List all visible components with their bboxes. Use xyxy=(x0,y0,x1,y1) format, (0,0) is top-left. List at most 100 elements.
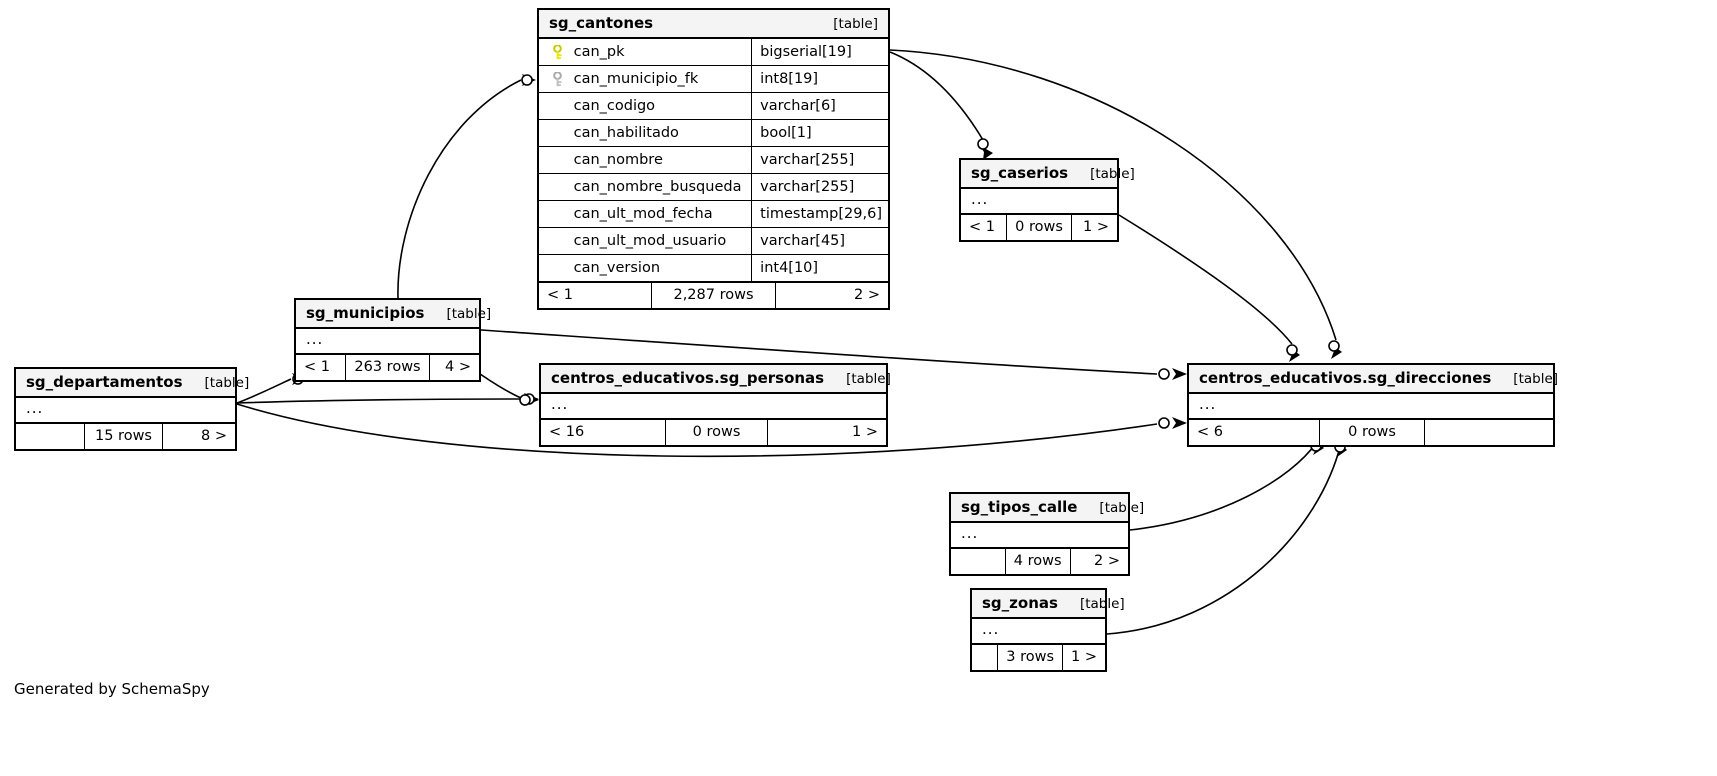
table-name: sg_departamentos xyxy=(26,373,183,391)
table-node-sg-tipos-calle[interactable]: sg_tipos_calle [table] ... 4 rows 2 > xyxy=(949,492,1144,576)
table-name: sg_municipios xyxy=(306,304,425,322)
collapsed-columns-ellipsis: ... xyxy=(982,620,1000,638)
table-footer: < 1 263 rows 4 > xyxy=(296,353,479,380)
column-name-cell: can_habilitado xyxy=(539,119,752,147)
next-page-link[interactable]: 4 > xyxy=(428,354,479,380)
table-name: sg_zonas xyxy=(982,594,1058,612)
table-row[interactable]: can_nombre varchar[255] xyxy=(539,146,888,174)
table-title-sg-zonas: sg_zonas [table] xyxy=(972,590,1125,619)
column-name: can_ult_mod_usuario xyxy=(573,233,727,249)
prev-page-link[interactable]: < 1 xyxy=(304,359,330,375)
next-page-link[interactable]: 2 > xyxy=(1069,548,1128,574)
next-page-link[interactable]: 1 > xyxy=(767,419,886,445)
column-name-cell: can_pk xyxy=(539,39,752,66)
prev-page-link[interactable]: < 1 xyxy=(969,219,995,235)
collapsed-columns-ellipsis: ... xyxy=(1199,395,1217,413)
column-type: varchar[255] xyxy=(751,173,888,201)
table-name: sg_caserios xyxy=(971,164,1069,182)
edge-municipios-cantones xyxy=(397,79,522,299)
column-name: can_codigo xyxy=(573,98,656,114)
column-name: can_ult_mod_fecha xyxy=(573,206,713,222)
table-row[interactable]: can_nombre_busqueda varchar[255] xyxy=(539,173,888,201)
row-count: 0 rows xyxy=(1319,419,1425,445)
column-type: int8[19] xyxy=(751,65,888,93)
collapsed-columns-ellipsis: ... xyxy=(971,190,989,208)
generated-by-label: Generated by SchemaSpy xyxy=(14,680,210,698)
table-footer: < 1 0 rows 1 > xyxy=(961,213,1117,240)
table-footer: < 1 2,287 rows 2 > xyxy=(539,281,888,308)
next-page-link[interactable]: 8 > xyxy=(162,423,235,449)
column-name: can_municipio_fk xyxy=(573,71,699,87)
table-node-sg-caserios[interactable]: sg_caserios [table] ... < 1 0 rows 1 > xyxy=(959,158,1135,242)
table-row[interactable]: can_habilitado bool[1] xyxy=(539,119,888,147)
table-row[interactable]: can_pk bigserial[19] xyxy=(539,39,888,66)
table-node-sg-municipios[interactable]: sg_municipios [table] ... < 1 263 rows 4… xyxy=(294,298,491,382)
table-title-sg-direcciones: centros_educativos.sg_direcciones [table… xyxy=(1189,365,1558,394)
column-type: bigserial[19] xyxy=(751,39,888,66)
prev-page-link[interactable]: < 6 xyxy=(1197,424,1223,440)
column-name: can_nombre xyxy=(573,152,663,168)
column-type: int4[10] xyxy=(751,254,888,281)
column-name-cell: can_ult_mod_usuario xyxy=(539,227,752,255)
table-row[interactable]: can_ult_mod_fecha timestamp[29,6] xyxy=(539,200,888,228)
prev-page-link[interactable]: < 1 xyxy=(547,287,573,303)
next-page-link[interactable]: 1 > xyxy=(1070,214,1117,240)
collapsed-columns-ellipsis: ... xyxy=(961,524,979,542)
table-tag: [table] xyxy=(846,371,891,387)
table-columns: can_pk bigserial[19] can_municipio_fk xyxy=(539,39,888,281)
column-name: can_habilitado xyxy=(573,125,679,141)
column-name-cell: can_ult_mod_fecha xyxy=(539,200,752,228)
table-footer: 3 rows 1 > xyxy=(972,643,1105,670)
table-row[interactable]: can_codigo varchar[6] xyxy=(539,92,888,120)
table-title-sg-cantones: sg_cantones [table] xyxy=(539,10,888,39)
row-count: 0 rows xyxy=(1006,214,1072,240)
next-page-link[interactable] xyxy=(1424,419,1553,445)
next-page-link[interactable]: 1 > xyxy=(1062,644,1105,670)
table-node-sg-personas[interactable]: centros_educativos.sg_personas [table] .… xyxy=(539,363,891,447)
table-row[interactable]: can_municipio_fk int8[19] xyxy=(539,65,888,93)
table-row[interactable]: can_version int4[10] xyxy=(539,254,888,281)
table-tag: [table] xyxy=(1513,371,1559,387)
column-name: can_nombre_busqueda xyxy=(573,179,742,195)
table-node-sg-zonas[interactable]: sg_zonas [table] ... 3 rows 1 > xyxy=(970,588,1125,672)
prev-page-link[interactable] xyxy=(16,423,85,449)
row-count: 3 rows xyxy=(997,644,1063,670)
table-footer: < 16 0 rows 1 > xyxy=(541,418,886,445)
column-name: can_version xyxy=(573,260,661,276)
table-footer: < 6 0 rows xyxy=(1189,418,1553,445)
table-tag: [table] xyxy=(1090,166,1135,182)
collapsed-columns-ellipsis: ... xyxy=(26,399,44,417)
column-type: varchar[45] xyxy=(751,227,888,255)
prev-page-link[interactable] xyxy=(972,644,998,670)
table-node-sg-cantones[interactable]: sg_cantones [table] can_pk bigse xyxy=(537,8,890,310)
row-count: 2,287 rows xyxy=(651,282,776,308)
table-name: centros_educativos.sg_personas xyxy=(551,369,825,387)
collapsed-columns-ellipsis: ... xyxy=(306,330,324,348)
table-title-sg-caserios: sg_caserios [table] xyxy=(961,160,1135,189)
table-footer: 4 rows 2 > xyxy=(951,547,1128,574)
table-name: sg_cantones xyxy=(549,14,654,32)
table-name: centros_educativos.sg_direcciones xyxy=(1199,369,1492,387)
row-count: 15 rows xyxy=(84,423,163,449)
column-type: timestamp[29,6] xyxy=(751,200,888,228)
prev-page-link[interactable]: < 16 xyxy=(549,424,585,440)
row-count: 0 rows xyxy=(665,419,768,445)
primary-key-icon xyxy=(549,44,565,60)
column-type: bool[1] xyxy=(751,119,888,147)
table-row[interactable]: can_ult_mod_usuario varchar[45] xyxy=(539,227,888,255)
edge-caserios-direcciones xyxy=(1118,214,1293,345)
table-tag: [table] xyxy=(446,306,492,322)
table-title-sg-tipos-calle: sg_tipos_calle [table] xyxy=(951,494,1144,523)
table-node-sg-departamentos[interactable]: sg_departamentos [table] ... 15 rows 8 > xyxy=(14,367,249,451)
table-title-sg-departamentos: sg_departamentos [table] xyxy=(16,369,249,398)
table-tag: [table] xyxy=(204,375,250,391)
column-name-cell: can_codigo xyxy=(539,92,752,120)
table-node-sg-direcciones[interactable]: centros_educativos.sg_direcciones [table… xyxy=(1187,363,1558,447)
next-page-link[interactable]: 2 > xyxy=(775,282,888,308)
column-name-cell: can_nombre xyxy=(539,146,752,174)
edge-zonas-direcciones xyxy=(1106,442,1342,635)
table-tag: [table] xyxy=(1099,500,1145,516)
row-count: 4 rows xyxy=(1004,548,1071,574)
prev-page-link[interactable] xyxy=(951,548,1005,574)
